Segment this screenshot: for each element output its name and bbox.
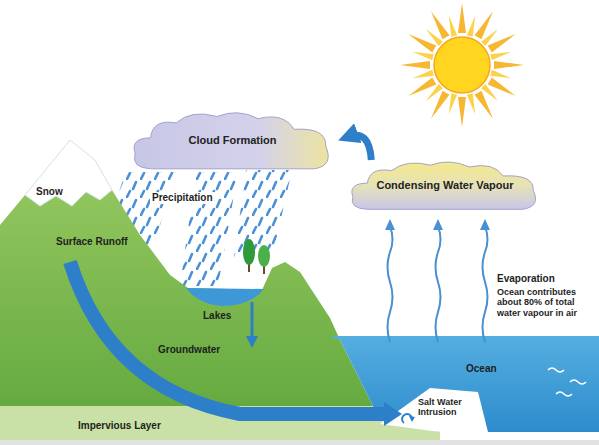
diagram-label: Evaporation	[497, 273, 555, 285]
intrusion-arrow	[402, 414, 415, 423]
bottom-bar	[0, 440, 599, 445]
cloud-label: Condensing Water Vapour	[376, 179, 513, 191]
diagram-label: Groundwater	[158, 344, 220, 356]
cloud-node: Cloud Formation	[130, 108, 335, 172]
infiltration-arrow	[246, 302, 258, 348]
diagram-label: Impervious Layer	[78, 420, 161, 432]
groundwater-arrow	[70, 262, 402, 426]
trees	[243, 239, 270, 274]
ocean-waves	[548, 368, 586, 396]
evaporation-heads	[385, 219, 490, 230]
cloud-node: Condensing Water Vapour	[348, 158, 542, 212]
diagram-label: Ocean	[466, 363, 497, 375]
salt-water-wedge	[380, 388, 488, 432]
snow-cap	[25, 140, 112, 206]
evaporation-arrows	[388, 226, 488, 342]
diagram-label: Precipitation	[150, 192, 215, 204]
diagram-label: Snow	[36, 186, 63, 198]
diagram-label: Salt Water Intrusion	[418, 397, 476, 418]
sun	[400, 3, 524, 127]
cloud-label: Cloud Formation	[189, 134, 277, 146]
diagram-label: Surface Runoff	[56, 236, 128, 248]
flow-arrow	[348, 135, 371, 160]
diagram-label: Ocean contributes about 80% of total wat…	[497, 287, 595, 318]
diagram-label: Lakes	[203, 310, 231, 322]
